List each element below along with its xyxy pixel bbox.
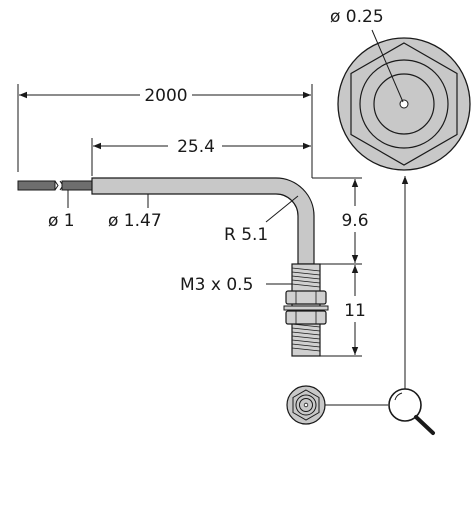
end-view-small bbox=[286, 385, 326, 425]
leader-sleeve-diameter: ø 1.47 bbox=[108, 194, 162, 231]
dimension-bend-height: 9.6 bbox=[312, 177, 369, 265]
threaded-body bbox=[283, 263, 329, 357]
leader-bend-radius: R 5.1 bbox=[224, 195, 299, 245]
core-diameter-label: ø 1 bbox=[48, 211, 75, 231]
thread-label: M3 x 0.5 bbox=[180, 275, 253, 295]
dimension-overall-length: 2000 bbox=[17, 84, 313, 178]
bend-height-label: 9.6 bbox=[341, 211, 368, 231]
bend-radius-label: R 5.1 bbox=[224, 225, 268, 245]
steel-sleeve bbox=[91, 177, 315, 265]
sleeve-diameter-label: ø 1.47 bbox=[108, 211, 162, 231]
leader-tip-diameter: ø 0.25 bbox=[330, 7, 404, 103]
sleeve-length-label: 25.4 bbox=[177, 137, 215, 157]
overall-length-label: 2000 bbox=[144, 86, 187, 106]
dimension-sleeve-length: 25.4 bbox=[91, 137, 311, 176]
thread-length-label: 11 bbox=[344, 301, 366, 321]
leader-thread: M3 x 0.5 bbox=[180, 275, 292, 295]
dimension-thread-length: 11 bbox=[320, 265, 366, 357]
fiber-cable bbox=[17, 180, 94, 191]
tip-diameter-label: ø 0.25 bbox=[330, 7, 384, 27]
end-view-enlarged bbox=[337, 37, 471, 171]
magnifier-icon bbox=[388, 388, 435, 435]
leader-core-diameter: ø 1 bbox=[48, 190, 75, 231]
